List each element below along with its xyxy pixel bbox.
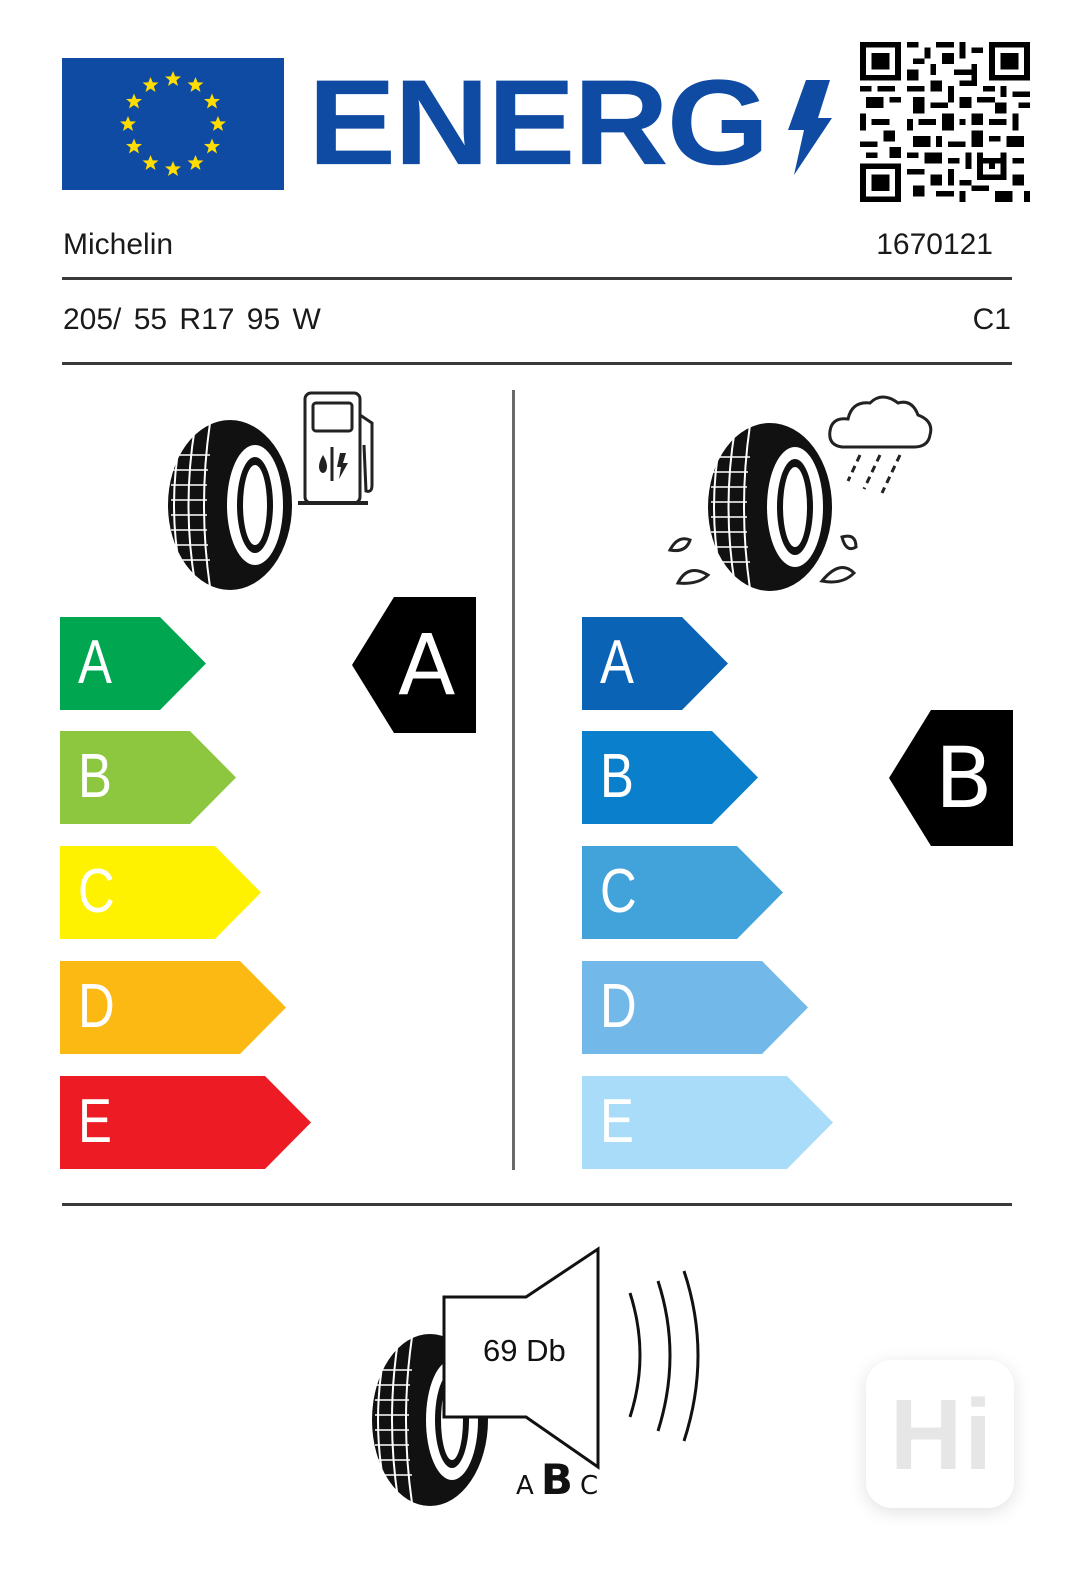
divider-3 xyxy=(62,1203,1012,1206)
fuel-class-c-letter: C xyxy=(78,857,115,926)
fuel-rating-pointer: A xyxy=(352,597,476,733)
wet-class-e: E xyxy=(582,1076,833,1169)
lightning-bolt-icon xyxy=(784,80,834,180)
noise-value: 69 Db xyxy=(483,1333,566,1368)
vertical-divider xyxy=(512,390,515,1170)
wet-class-d-letter: D xyxy=(600,972,637,1041)
fuel-class-c: C xyxy=(60,846,261,939)
fuel-class-d: D xyxy=(60,961,286,1054)
noise-class-c: C xyxy=(580,1471,599,1501)
fuel-class-a-letter: A xyxy=(78,628,112,697)
tyre-speaker-icon xyxy=(368,1245,708,1515)
wet-class-e-letter: E xyxy=(600,1087,634,1156)
wet-class-c-letter: C xyxy=(600,857,637,926)
fuel-rating-letter: A xyxy=(398,616,456,714)
energy-word: ENERG xyxy=(308,54,769,190)
tyre-class: C1 xyxy=(972,303,1011,336)
noise-class-a: A xyxy=(516,1471,534,1501)
qr-code-icon xyxy=(860,42,1030,202)
wet-class-a-letter: A xyxy=(600,628,634,697)
brand-name: Michelin xyxy=(63,228,174,261)
fuel-class-d-letter: D xyxy=(78,972,115,1041)
wet-class-b: B xyxy=(582,731,758,824)
wet-class-c: C xyxy=(582,846,783,939)
hi-watermark-text: Hi xyxy=(890,1379,994,1491)
qr-code[interactable] xyxy=(860,42,1030,202)
tyre-size: 205/ 55 R17 95 W xyxy=(63,303,321,336)
eu-flag xyxy=(62,58,284,190)
divider-1 xyxy=(62,277,1012,280)
wet-class-b-letter: B xyxy=(600,742,634,811)
fuel-class-b-letter: B xyxy=(78,742,112,811)
eu-stars-icon xyxy=(120,71,226,176)
fuel-class-a: A xyxy=(60,617,206,710)
energy-wordmark: ENERG xyxy=(308,62,769,183)
tyre-fuel-pump-icon xyxy=(160,385,390,600)
fuel-class-b: B xyxy=(60,731,236,824)
wet-rating-pointer: B xyxy=(889,710,1013,846)
eprel-id: 1670121 xyxy=(876,228,993,261)
wet-class-a: A xyxy=(582,617,728,710)
noise-class-b: B xyxy=(540,1455,573,1504)
wet-rating-letter: B xyxy=(935,729,993,827)
fuel-class-e: E xyxy=(60,1076,311,1169)
fuel-class-e-letter: E xyxy=(78,1087,112,1156)
hi-watermark-badge: Hi xyxy=(866,1360,1014,1508)
tyre-rain-cloud-icon xyxy=(660,385,940,600)
wet-class-d: D xyxy=(582,961,808,1054)
noise-classes: A B C xyxy=(516,1455,598,1504)
divider-2 xyxy=(62,362,1012,365)
